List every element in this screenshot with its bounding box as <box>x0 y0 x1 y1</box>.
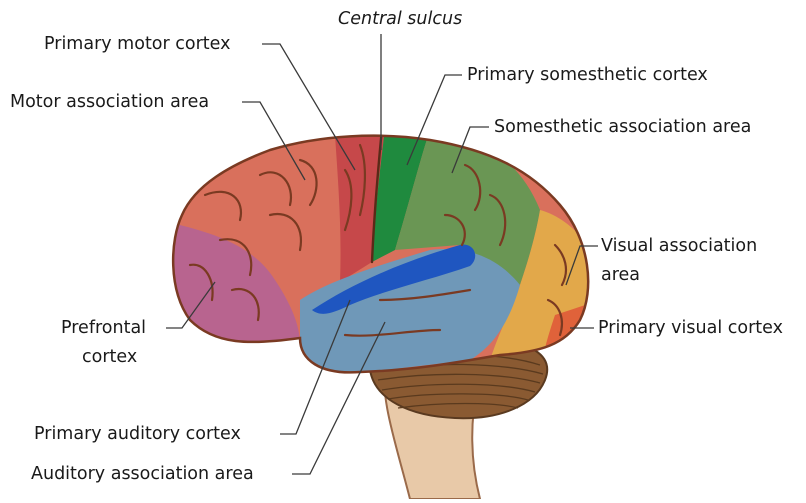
auditory-association-label: Auditory association area <box>31 461 254 487</box>
primary-auditory-label: Primary auditory cortex <box>34 421 241 447</box>
prefrontal-label-line1: Prefrontal <box>61 315 146 341</box>
motor-association-label: Motor association area <box>10 89 209 115</box>
primary-somesthetic-label: Primary somesthetic cortex <box>467 62 708 88</box>
somesthetic-association-label: Somesthetic association area <box>494 114 751 140</box>
visual-association-label-line1: Visual association <box>601 233 757 259</box>
primary-motor-label: Primary motor cortex <box>44 31 230 57</box>
visual-association-label-line2: area <box>601 262 640 288</box>
central-sulcus-label: Central sulcus <box>338 6 462 32</box>
prefrontal-label-line2: cortex <box>82 344 137 370</box>
primary-visual-label: Primary visual cortex <box>598 315 783 341</box>
